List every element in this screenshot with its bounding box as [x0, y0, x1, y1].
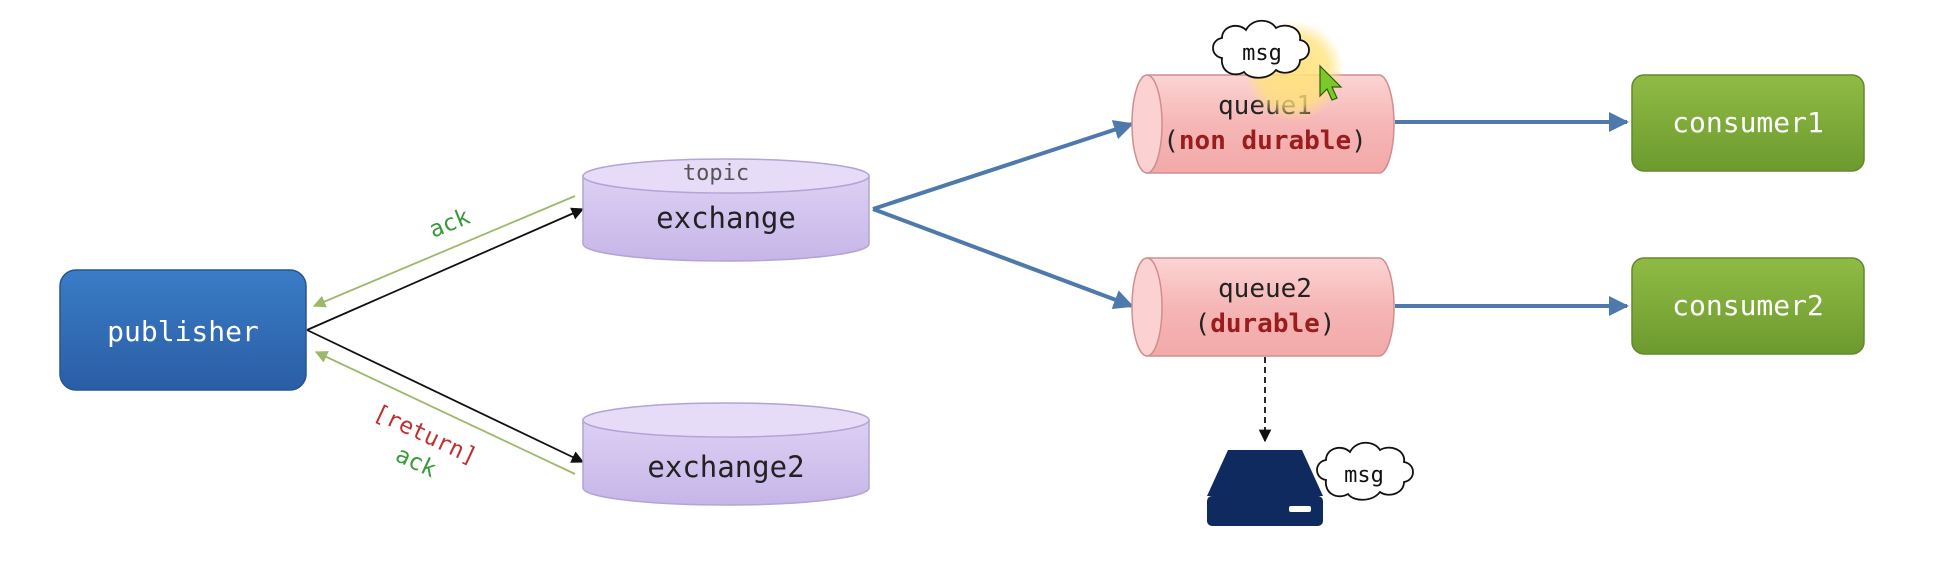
queue2-durability: (durable): [1195, 309, 1336, 339]
exchange-label: exchange: [656, 201, 796, 235]
msg-label-persisted: msg: [1344, 463, 1384, 488]
exchange2-label: exchange2: [647, 450, 804, 484]
hard-drive-icon: [1207, 450, 1323, 526]
consumer1-label: consumer1: [1672, 106, 1824, 139]
flow-arrows: [872, 112, 1629, 316]
cloud-icon-persisted: msg: [1316, 441, 1414, 501]
return-ack-arrow-exchange2: [314, 351, 576, 475]
publisher-node: publisher: [59, 269, 307, 391]
queue2-node: queue2 (durable): [1131, 257, 1395, 357]
mouse-pointer-icon: [1319, 64, 1343, 101]
publish-arrows: [306, 195, 585, 475]
queue2-name: queue2: [1218, 274, 1312, 304]
publish-arrow-exchange: [306, 207, 585, 331]
exchange-type-label: topic: [683, 161, 749, 186]
ack-label-top: ack: [426, 204, 474, 244]
publish-arrow-exchange2: [306, 329, 585, 463]
queue1-durability: (non durable): [1163, 126, 1367, 156]
cloud-icon-in-flight: msg: [1212, 19, 1310, 79]
exchange2-node: exchange2: [582, 402, 870, 506]
consumer1-node: consumer1: [1631, 74, 1865, 172]
msg-label-in-flight: msg: [1242, 41, 1282, 66]
exchange-to-queue2-arrow: [872, 207, 1134, 310]
publisher-label: publisher: [107, 315, 259, 348]
consumer2-label: consumer2: [1672, 289, 1824, 322]
consumer2-node: consumer2: [1631, 257, 1865, 355]
ack-arrow-exchange: [312, 195, 576, 308]
exchange-node: topic exchange: [582, 158, 870, 262]
exchange-to-queue1-arrow: [872, 120, 1134, 211]
